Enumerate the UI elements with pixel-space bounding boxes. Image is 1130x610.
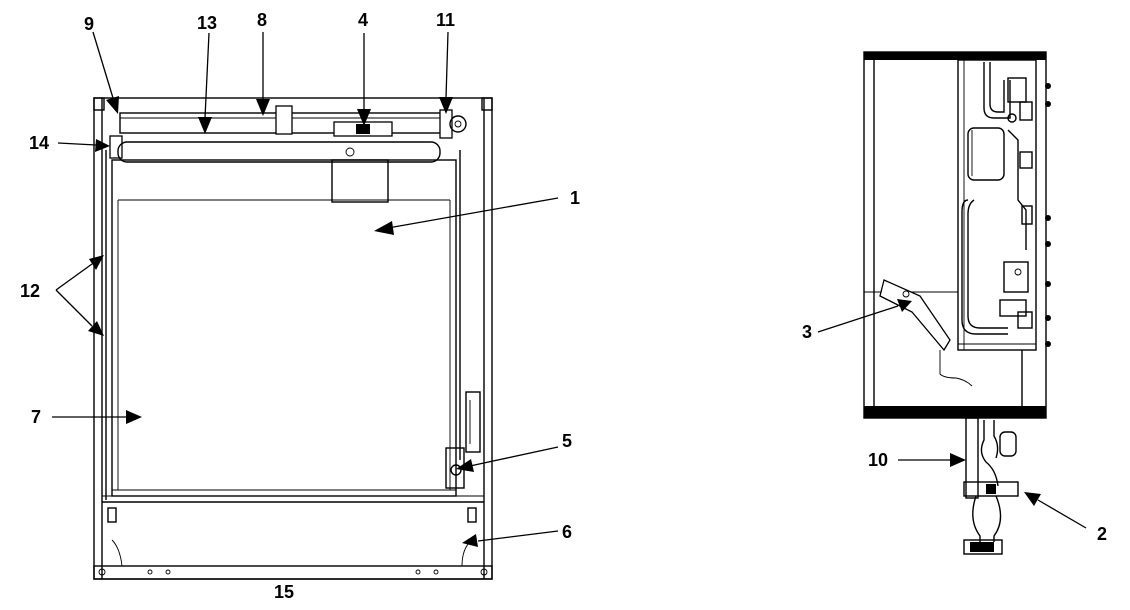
callout-13: 13 [197,13,217,33]
callout-12: 12 [20,281,40,301]
callout-6: 6 [562,522,572,542]
leaders [52,31,1087,547]
callout-labels: 1 2 3 4 5 6 7 8 9 10 11 12 13 14 15 [20,10,1107,602]
door-panel [111,159,457,497]
side-view [863,51,1051,555]
handle-bar [117,141,441,163]
drain-pipe [980,420,999,487]
callout-2: 2 [1097,524,1107,544]
front-view [93,97,493,580]
callout-1: 1 [570,188,580,208]
mounting-bracket [879,279,951,352]
callout-5: 5 [562,431,572,451]
callout-9: 9 [84,14,94,34]
side-housing [863,51,1047,419]
bottom-rail [93,565,493,580]
callout-15: 15 [274,582,294,602]
callout-4: 4 [358,10,368,30]
callout-10: 10 [868,450,888,470]
callout-8: 8 [257,10,267,30]
callout-14: 14 [29,133,49,153]
cabinet-frame [93,97,493,580]
callout-11: 11 [436,10,455,30]
callout-3: 3 [802,322,812,342]
callout-7: 7 [31,407,41,427]
